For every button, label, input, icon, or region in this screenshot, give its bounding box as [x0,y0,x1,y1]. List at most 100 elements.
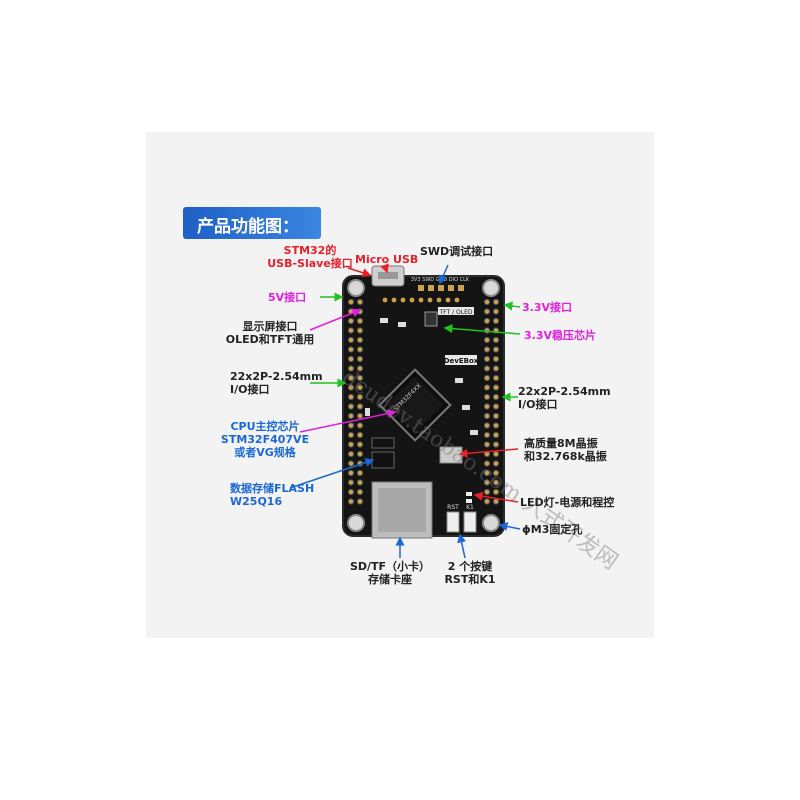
header-pin [356,346,364,353]
display-header-pin [427,297,433,303]
header-pin [483,498,491,505]
header-pin [492,469,500,477]
header-pin [347,384,355,391]
header-pin [347,327,355,334]
header-pin [356,441,364,448]
right-pin-header [483,298,500,505]
swd-pin [458,285,464,291]
header-pin [356,355,364,363]
header-pin [356,469,364,477]
header-pin [492,317,500,325]
header-pin [492,422,500,429]
header-pin [483,308,491,315]
brand-label: DevEBox [444,357,479,365]
header-pin [347,374,355,382]
3v3-label: 3.3V接口 [522,301,572,314]
mount-hole-tl [347,279,365,297]
mount-hole-label: ϕM3固定孔 [522,523,583,536]
title-text: 产品功能图： [197,217,299,237]
header-pin [356,431,364,439]
swd-pin [438,285,444,291]
header-pin [347,431,355,439]
header-pin [492,488,500,496]
display-header-pin [436,297,442,303]
title-banner: 产品功能图： [183,207,321,239]
header-pin [347,422,355,429]
header-pin [347,317,355,325]
header-pin [492,403,500,410]
crystal-label: 高质量8M晶振 和32.768k晶振 [524,437,607,463]
mount-hole-tr [482,279,500,297]
cpu-label: CPU主控芯片 STM32F407VE 或者VG规格 [220,420,310,459]
header-pin [492,460,500,467]
mount-hole-bl [347,514,365,532]
header-pin [347,469,355,477]
display-header-pin [391,297,397,303]
header-pin [492,308,500,315]
header-pin [492,336,500,344]
header-pin [483,460,491,467]
display-header-pin [400,297,406,303]
left-pin-header [347,298,364,505]
k1-label: K1 [466,504,474,511]
header-pin [356,488,364,496]
header-pin [347,479,355,486]
header-pin [483,488,491,496]
usb-slave-label: STM32的 USB-Slave接口 [267,244,353,270]
header-pin [492,298,500,306]
header-pin [492,441,500,448]
header-pin [483,384,491,391]
rst-label: RST [447,504,459,511]
header-pin [483,422,491,429]
k1-button [463,511,477,533]
io-right-label: 22x2P-2.54mm I/O接口 [518,385,611,411]
header-pin [492,384,500,391]
header-pin [356,479,364,486]
header-pin [492,479,500,486]
header-pin [483,431,491,439]
swd-pin [448,285,454,291]
header-pin [347,393,355,401]
header-pin [356,450,364,458]
header-pin [347,298,355,306]
display-header-pin [418,297,424,303]
top-pin-header [382,285,464,303]
header-pin [356,384,364,391]
rst-button [446,511,460,533]
header-pin [347,498,355,505]
header-pin [347,336,355,344]
io-left-label: 22x2P-2.54mm I/O接口 [230,370,323,396]
header-pin [347,450,355,458]
header-pin [347,365,355,372]
header-pin [347,403,355,410]
display-header-pin [454,297,460,303]
header-pin [356,374,364,382]
header-pin [483,374,491,382]
header-pin [483,441,491,448]
regulator-chip [424,311,438,327]
regulator-label: 3.3V稳压芯片 [524,329,596,342]
header-pin [483,393,491,401]
header-pin [356,365,364,372]
header-pin [492,355,500,363]
5v-label: 5V接口 [268,291,307,304]
header-pin [483,403,491,410]
header-pin [356,298,364,306]
led [466,492,472,496]
header-pin [492,374,500,382]
header-pin [356,403,364,410]
header-pin [483,298,491,306]
header-pin [483,355,491,363]
header-pin [347,460,355,467]
led-label: LED灯-电源和程控 [520,496,615,509]
header-pin [483,346,491,353]
header-pin [483,412,491,420]
header-pin [356,498,364,505]
header-pin [492,393,500,401]
header-pin [483,479,491,486]
header-pin [492,412,500,420]
header-pin [483,336,491,344]
header-pin [492,431,500,439]
